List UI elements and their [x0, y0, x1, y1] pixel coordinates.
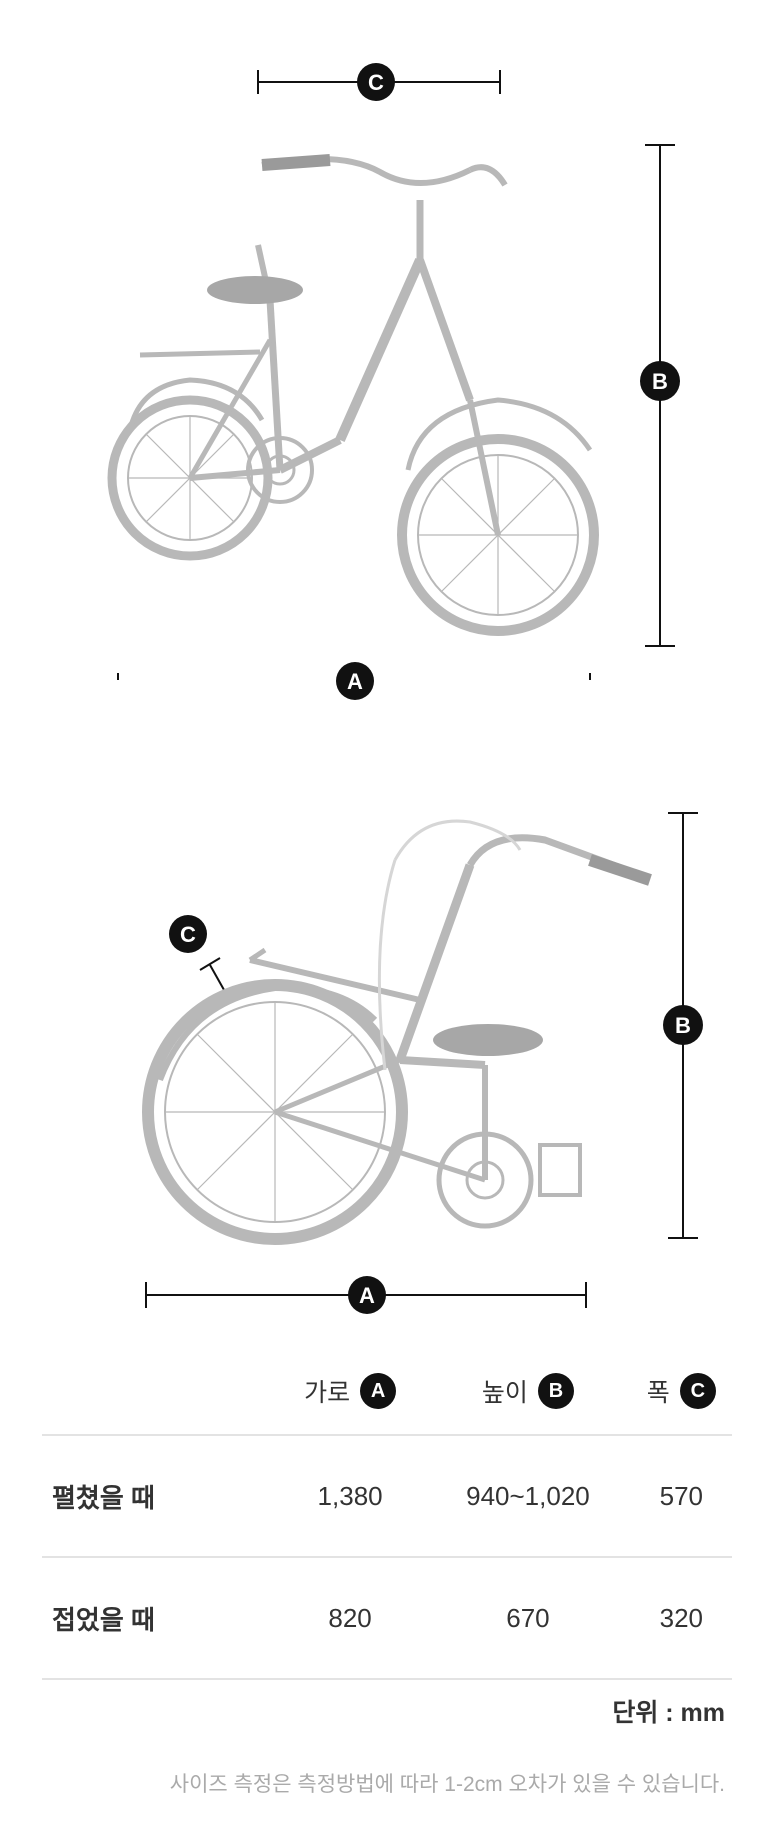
badge-a: A [360, 1373, 397, 1409]
cell-folded-breadth: 320 [659, 1602, 703, 1633]
table-row: 접었을 때 820 670 320 [42, 1557, 732, 1679]
table-header-width: 가로 A [275, 1348, 425, 1435]
folded-bike-diagram: B C A [142, 812, 703, 1314]
cell-unfolded-width: 1,380 [317, 1480, 383, 1511]
unit-note: 단위 : mm [612, 1699, 725, 1727]
svg-text:B: B [675, 1013, 691, 1038]
folded-bike-figure: B C A [0, 760, 773, 1320]
table-header-width-label: 가로 [304, 1379, 351, 1407]
size-spec-table: 가로 A 높이 B 폭 C 펼쳤을 때 1,380 940~1,020 [42, 1348, 732, 1680]
measurement-disclaimer: 사이즈 측정은 측정방법에 따라 1-2cm 오차가 있을 수 있습니다. [169, 1773, 725, 1796]
badge-b: B [537, 1373, 574, 1409]
dimension-b-badge-folded: B [663, 1005, 703, 1045]
unfolded-bike-illustration [107, 154, 599, 636]
dimension-b-badge: B [640, 361, 680, 401]
table-header-empty [42, 1348, 275, 1435]
cell-folded-height: 670 [506, 1602, 550, 1633]
row-label-folded: 접었을 때 [52, 1604, 155, 1635]
table-row: 펼쳤을 때 1,380 940~1,020 570 [42, 1435, 732, 1557]
table-header-breadth-label: 폭 [646, 1379, 670, 1407]
svg-text:B: B [652, 369, 668, 394]
dimension-a-badge-unfolded: A [336, 662, 374, 700]
table-header-height-label: 높이 [481, 1379, 528, 1407]
svg-text:C: C [180, 922, 196, 947]
svg-text:A: A [359, 1283, 375, 1308]
unfolded-bike-figure: C B [0, 0, 773, 698]
table-header-breadth: 폭 C [631, 1348, 732, 1435]
table-header-height: 높이 B [425, 1348, 630, 1435]
dimension-a-badge-folded: A [348, 1276, 386, 1314]
folded-bike-illustration [142, 819, 652, 1245]
unfolded-bike-diagram: C B [107, 63, 680, 698]
row-label-unfolded: 펼쳤을 때 [52, 1482, 155, 1513]
dimension-c-badge-folded: C [169, 915, 207, 953]
table-header-row: 가로 A 높이 B 폭 C [42, 1348, 732, 1435]
svg-text:A: A [347, 669, 363, 694]
cell-unfolded-breadth: 570 [659, 1480, 703, 1511]
badge-c: C [679, 1373, 716, 1409]
dimension-c-badge: C [357, 63, 395, 101]
cell-folded-width: 820 [328, 1602, 372, 1633]
svg-text:C: C [368, 70, 384, 95]
cell-unfolded-height: 940~1,020 [466, 1480, 590, 1511]
